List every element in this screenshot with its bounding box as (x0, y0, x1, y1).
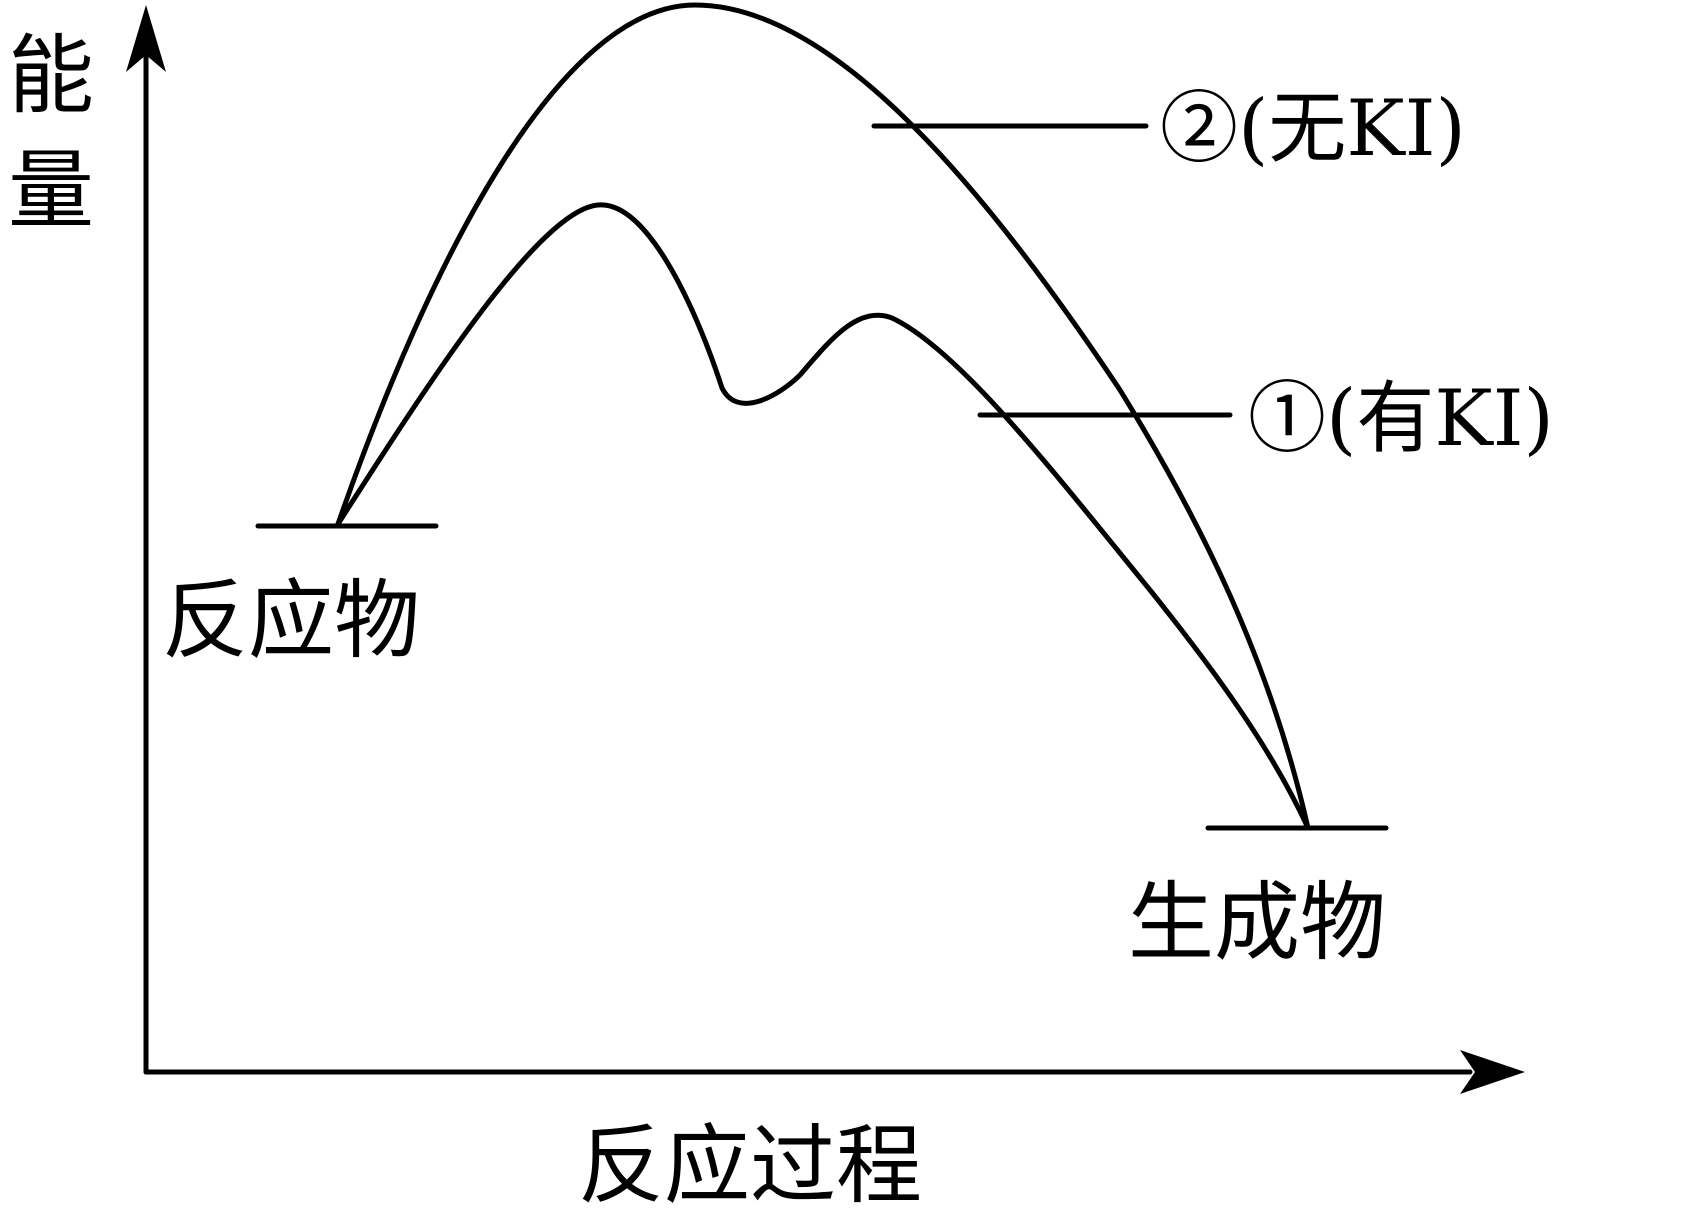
y-axis-label-char-1: 能 (8, 26, 94, 126)
y-axis-arrowhead (126, 5, 166, 72)
curve-1-label: ①(有KI) (1248, 374, 1554, 464)
y-axis-label-char-2: 量 (8, 141, 94, 241)
x-axis-arrowhead (1460, 1050, 1525, 1094)
product-label: 生成物 (1128, 873, 1386, 973)
curve-1-with-ki (335, 202, 1311, 831)
reactant-label: 反应物 (162, 571, 420, 671)
curve-2-label: ②(无KI) (1160, 84, 1466, 174)
curve-2-no-ki (335, 2, 1311, 831)
x-axis-label: 反应过程 (578, 1116, 922, 1209)
